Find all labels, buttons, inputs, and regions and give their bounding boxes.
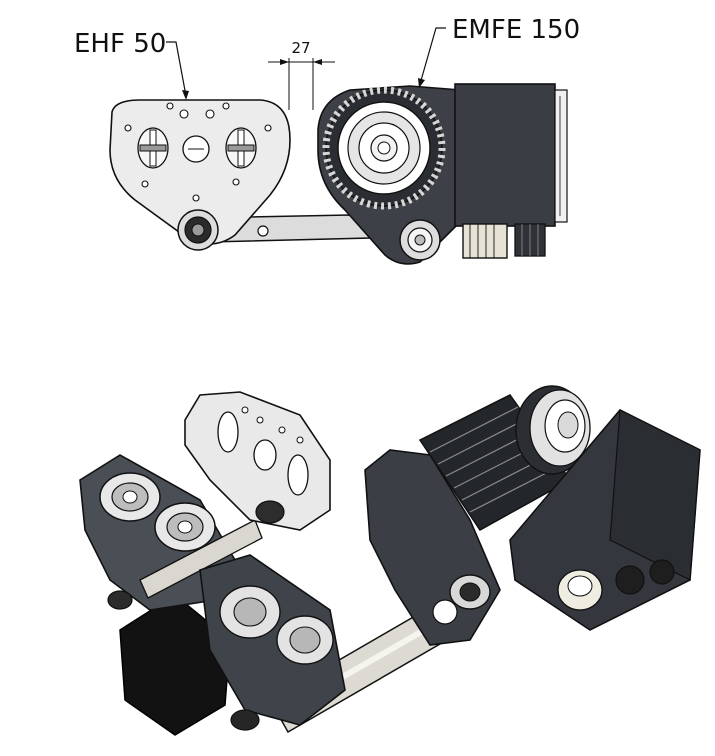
plate-roller bbox=[177, 209, 219, 251]
plate-slot-left bbox=[137, 127, 169, 169]
lower-bolt bbox=[230, 709, 260, 731]
ehf50-end-plate bbox=[109, 99, 291, 251]
motor-fins bbox=[322, 86, 446, 210]
iso-slot-3 bbox=[287, 454, 309, 496]
left-trolley bbox=[79, 454, 263, 611]
plate-slot-center bbox=[182, 135, 210, 163]
dimension-27: 27 bbox=[268, 39, 335, 110]
iso-slot-2 bbox=[253, 439, 277, 471]
leader-emfe150 bbox=[418, 27, 446, 88]
label-ehf50: EHF 50 bbox=[74, 29, 166, 59]
cable-gland-left bbox=[462, 223, 508, 259]
cable-gland-right bbox=[514, 223, 546, 257]
iso-motor bbox=[418, 385, 591, 531]
label-emfe150: EMFE 150 bbox=[452, 15, 580, 45]
dimension-label: 27 bbox=[291, 39, 310, 57]
plate-slot-right bbox=[225, 127, 257, 169]
trolley-wheel-1 bbox=[99, 472, 161, 522]
iso-slot-1 bbox=[217, 411, 239, 453]
iso-drive-nut bbox=[432, 574, 491, 625]
side-view: 27 EHF 50 EMFE 150 bbox=[74, 15, 580, 265]
isometric-view bbox=[79, 385, 701, 736]
emfe150-iso bbox=[364, 385, 701, 646]
plate-holes bbox=[124, 102, 272, 202]
trolley-bolt bbox=[107, 590, 133, 610]
emfe150-drive bbox=[317, 83, 568, 265]
terminal-box bbox=[454, 83, 568, 227]
lower-trolley bbox=[199, 554, 346, 731]
iso-plate-nut bbox=[255, 500, 285, 524]
leader-ehf50 bbox=[166, 41, 189, 100]
drive-roller bbox=[399, 219, 441, 261]
bar-hole bbox=[257, 225, 269, 237]
iso-terminal-box bbox=[509, 409, 701, 631]
trolley-wheel-2 bbox=[154, 502, 216, 552]
ehf50-plate-iso bbox=[184, 391, 331, 531]
